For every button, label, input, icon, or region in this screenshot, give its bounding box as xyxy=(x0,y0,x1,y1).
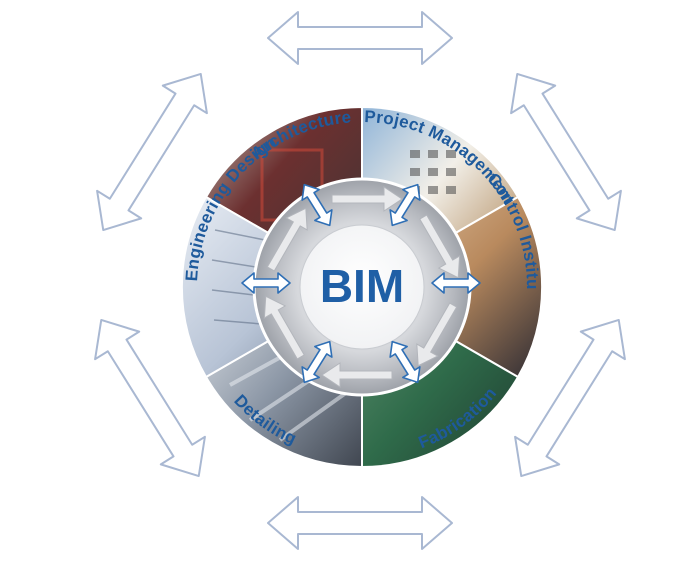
radial-arrow-upper-left xyxy=(301,183,333,227)
radial-arrow-lower-right xyxy=(389,340,421,384)
double-arrow-top xyxy=(267,11,453,65)
outer-arrows xyxy=(94,11,626,550)
double-arrow-bottom xyxy=(267,496,453,550)
radial-arrow-right xyxy=(431,272,481,294)
radial-arrow-upper-right xyxy=(389,183,421,227)
bim-center-label: BIM xyxy=(320,260,404,312)
center-disc xyxy=(299,224,425,350)
radial-arrows xyxy=(241,183,481,384)
radial-arrow-left xyxy=(241,272,291,294)
engineering-blueprint-lines xyxy=(211,229,266,325)
double-arrow-lower-right xyxy=(514,318,626,478)
double-arrow-upper-left xyxy=(96,72,208,232)
radial-arrow-lower-left xyxy=(301,340,333,384)
double-arrow-lower-left xyxy=(94,318,206,478)
ring-cycle-arrows xyxy=(263,186,461,388)
double-arrow-upper-right xyxy=(510,72,622,232)
